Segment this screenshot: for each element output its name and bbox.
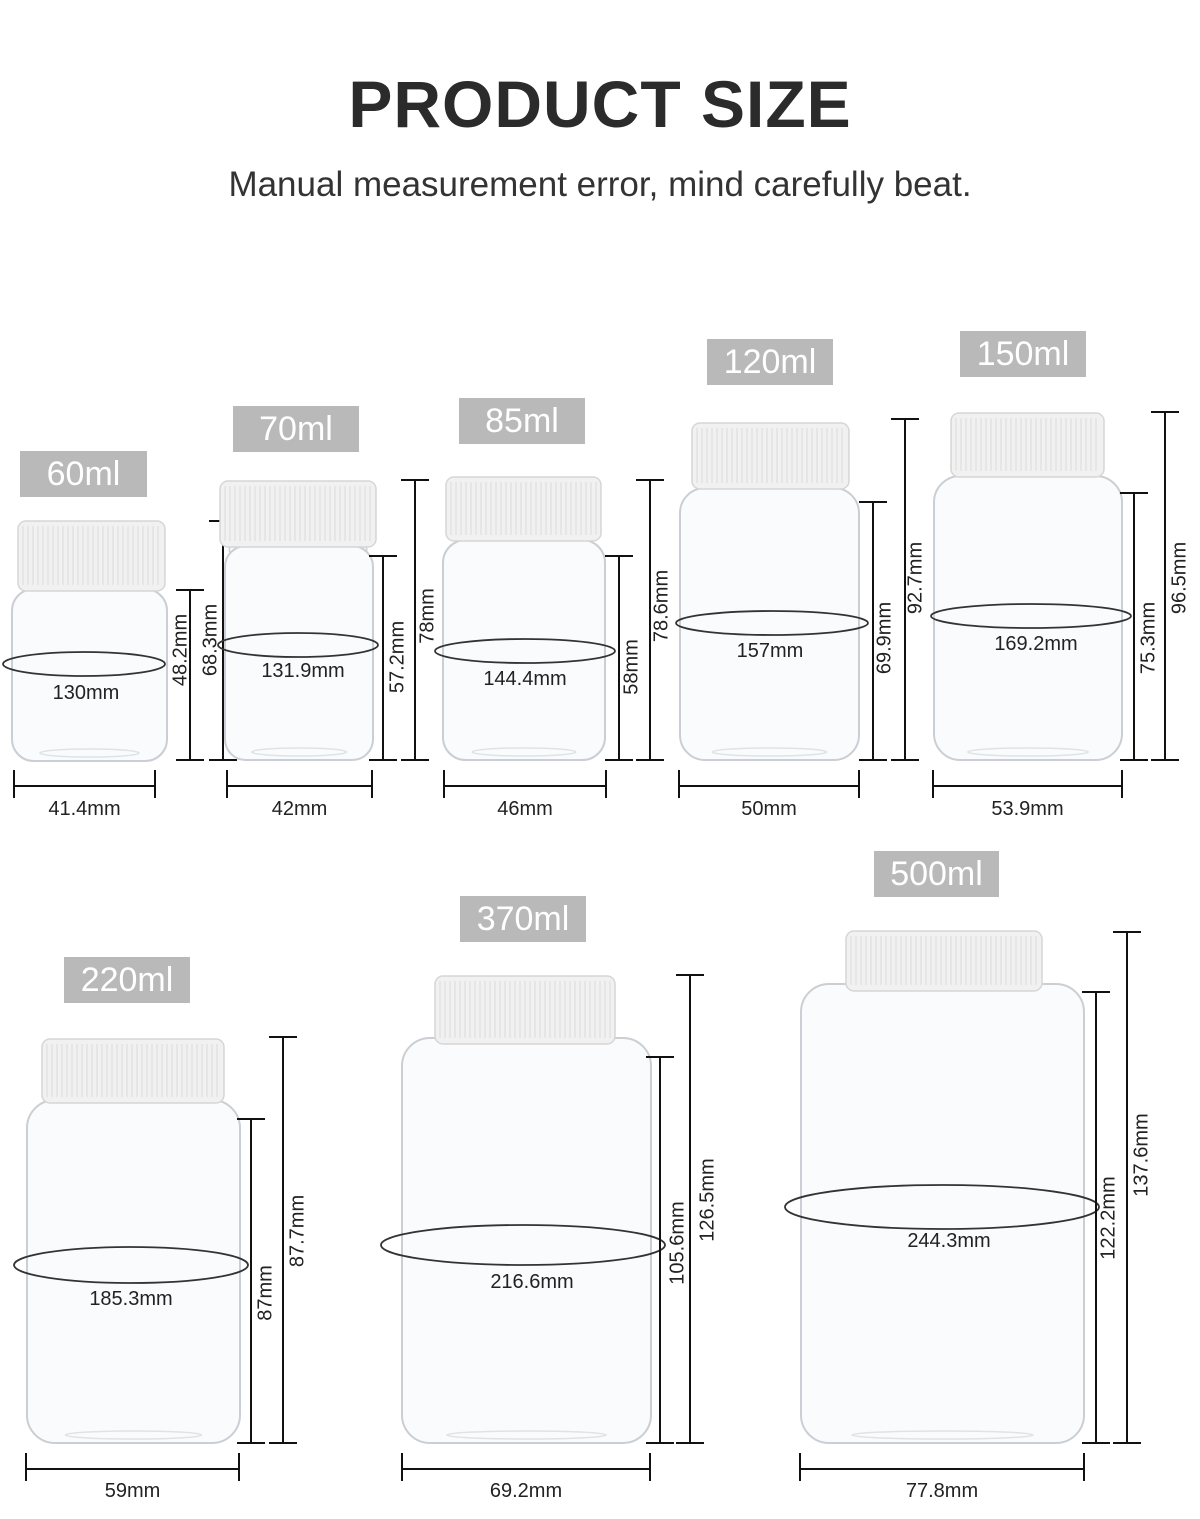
total-height-label: 96.5mm (1168, 541, 1191, 615)
circumference-ring (13, 1246, 249, 1284)
total-height-label: 68.3mm (199, 603, 222, 677)
diameter-label: 59mm (104, 1480, 161, 1502)
bottle-body (401, 1037, 652, 1444)
bottle-base (851, 1430, 1034, 1440)
circumference-label: 131.9mm (261, 660, 345, 682)
bottle-base (471, 747, 577, 757)
volume-tag: 500ml (874, 851, 999, 897)
circumference-ring (930, 603, 1132, 629)
circumference-ring (2, 651, 166, 677)
circumference-ring (675, 610, 869, 636)
circumference-ring (784, 1184, 1100, 1230)
page-subtitle: Manual measurement error, mind carefully… (228, 165, 972, 204)
circumference-label: 169.2mm (994, 633, 1078, 655)
volume-tag: 220ml (64, 957, 190, 1003)
bottle-body (11, 588, 168, 762)
bottle-cap (219, 480, 377, 548)
bottle-base (39, 748, 140, 758)
circumference-ring (434, 638, 616, 664)
bottle-body (800, 983, 1085, 1444)
bottle-body (933, 475, 1123, 761)
circumference-ring (217, 632, 379, 658)
bottle-cap (445, 476, 602, 542)
volume-tag: 150ml (960, 331, 1086, 377)
diameter-label: 41.4mm (48, 798, 121, 820)
diameter-label: 77.8mm (905, 1480, 979, 1502)
circumference-label: 144.4mm (483, 668, 567, 690)
circumference-label: 244.3mm (907, 1230, 991, 1252)
volume-tag: 370ml (460, 896, 586, 942)
body-height-label: 48.2mm (169, 613, 192, 687)
circumference-label: 130mm (52, 682, 120, 704)
volume-tag: 70ml (233, 406, 359, 452)
body-height-label: 75.3mm (1137, 601, 1160, 675)
circumference-label: 216.6mm (490, 1271, 574, 1293)
bottle-body (224, 545, 374, 761)
volume-tag: 85ml (459, 398, 585, 444)
bottle-cap (691, 422, 850, 490)
total-height-label: 126.5mm (696, 1158, 719, 1242)
total-height-label: 92.7mm (904, 541, 927, 615)
body-height-label: 69.9mm (873, 601, 896, 675)
bottle-base (446, 1430, 607, 1440)
body-height-label: 122.2mm (1097, 1176, 1120, 1260)
bottle-base (64, 1430, 203, 1440)
bottle-body (442, 539, 606, 761)
body-height-label: 105.6mm (666, 1201, 689, 1285)
volume-tag: 60ml (20, 451, 147, 497)
diameter-label: 69.2mm (489, 1480, 563, 1502)
circumference-ring (380, 1224, 666, 1266)
bottle-body (26, 1099, 241, 1444)
total-height-label: 78.6mm (650, 569, 673, 643)
total-height-label: 137.6mm (1130, 1113, 1153, 1197)
diameter-label: 50mm (741, 798, 797, 820)
diameter-label: 46mm (497, 798, 553, 820)
circumference-label: 157mm (736, 640, 804, 662)
body-height-label: 87mm (254, 1265, 277, 1321)
bottle-body (679, 487, 860, 761)
bottle-cap (845, 930, 1043, 992)
total-height-label: 87.7mm (286, 1194, 309, 1268)
body-height-label: 58mm (620, 639, 643, 695)
diameter-label: 42mm (271, 798, 328, 820)
page-title: PRODUCT SIZE (348, 67, 852, 141)
diameter-label: 53.9mm (991, 798, 1064, 820)
bottle-base (250, 747, 348, 757)
total-height-label: 78mm (416, 588, 439, 644)
bottle-base (711, 747, 828, 757)
circumference-label: 185.3mm (89, 1288, 173, 1310)
body-height-label: 57.2mm (386, 620, 409, 694)
volume-tag: 120ml (707, 339, 833, 385)
bottle-base (967, 747, 1089, 757)
